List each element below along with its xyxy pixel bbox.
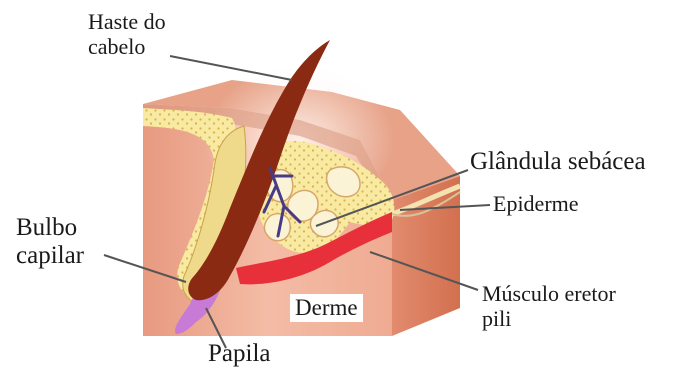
label-sebaceous-gland: Glândula sebácea <box>470 148 646 176</box>
label-erector-pili: Músculo eretor pili <box>482 282 616 331</box>
label-hair-shaft: Haste do cabelo <box>88 10 166 59</box>
label-hair-bulb-line1: Bulbo <box>16 214 84 242</box>
label-papilla: Papila <box>208 340 271 368</box>
label-dermis: Derme <box>290 294 363 322</box>
label-hair-bulb-line2: capilar <box>16 242 84 270</box>
label-erector-pili-line1: Músculo eretor <box>482 282 616 307</box>
label-hair-shaft-line1: Haste do <box>88 10 166 35</box>
label-hair-shaft-line2: cabelo <box>88 35 166 60</box>
label-epidermis: Epiderme <box>493 192 579 217</box>
label-hair-bulb: Bulbo capilar <box>16 214 84 270</box>
label-erector-pili-line2: pili <box>482 307 616 332</box>
